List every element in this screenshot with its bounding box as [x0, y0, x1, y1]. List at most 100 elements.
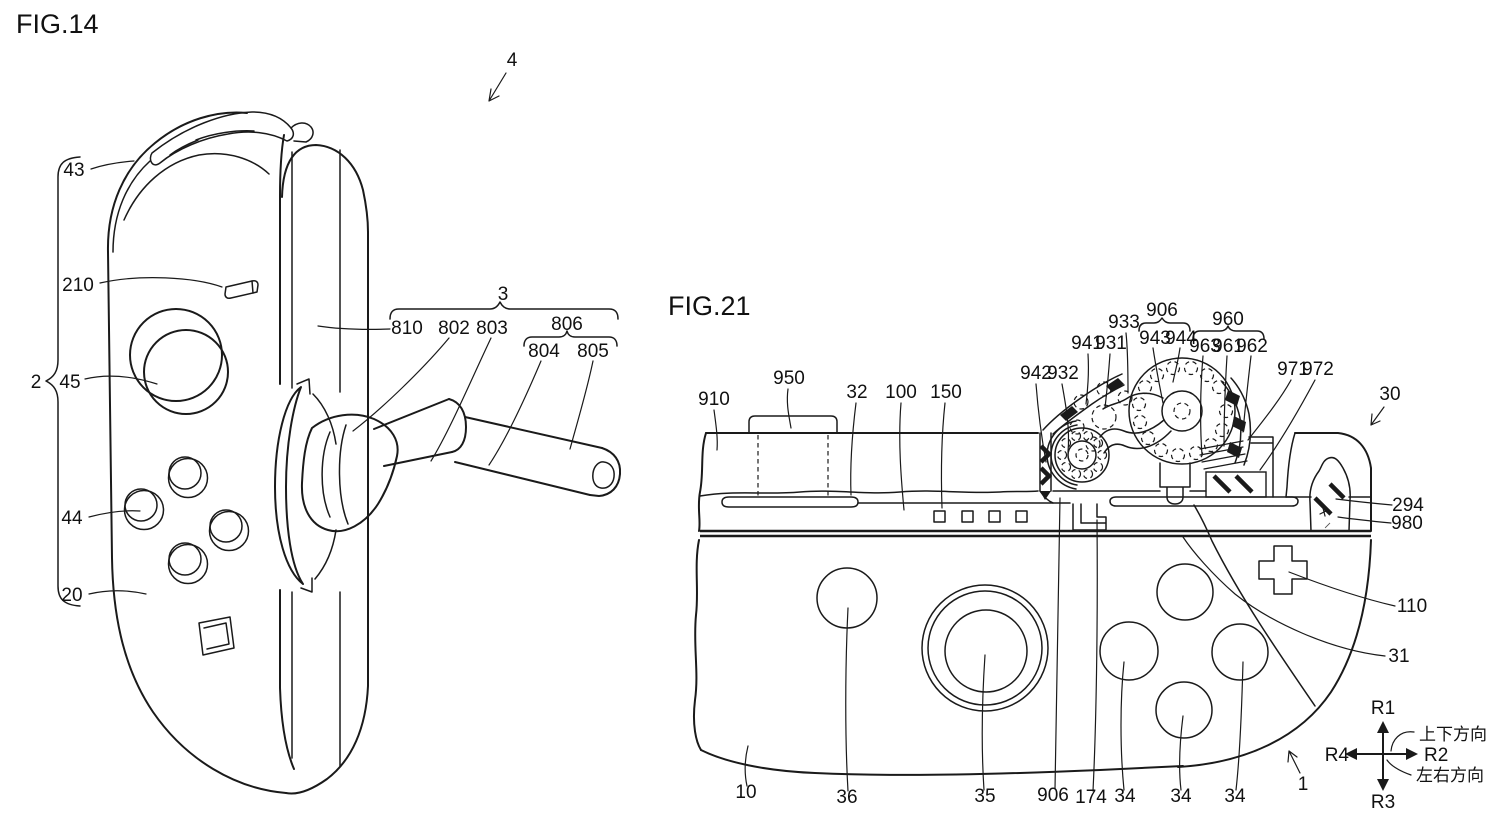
minus-button: [224, 280, 259, 299]
fig14-braces: [45, 156, 619, 607]
side-rail-lines: [291, 149, 341, 767]
ref-label-110: 110: [1397, 596, 1427, 617]
ref-label-941: 941: [1071, 333, 1103, 354]
ref-label-950: 950: [773, 368, 805, 389]
button-950-bump: [748, 415, 838, 434]
compass-r3: R3: [1371, 792, 1395, 813]
rail-plate-left: [721, 496, 859, 508]
ref-label-943: 943: [1139, 328, 1171, 349]
ref-label-906-top: 906: [1146, 300, 1178, 321]
fig14-title: FIG.14: [16, 9, 99, 39]
ring-plate: [274, 386, 304, 585]
ref-4-arrow: [488, 72, 507, 102]
spring-961: [1199, 440, 1248, 470]
group-806-brace: [523, 330, 618, 347]
pinion-gear: [1069, 381, 1133, 452]
ref-label-806: 806: [551, 314, 583, 335]
arrow-right-icon: [1406, 748, 1418, 760]
ref-label-972: 972: [1302, 359, 1334, 380]
compass-r2: R2: [1424, 745, 1448, 766]
ref-label-31: 31: [1388, 646, 1409, 667]
ref-label-34b: 34: [1170, 786, 1192, 807]
ref-label-150: 150: [930, 382, 962, 403]
hatched-block-971: [1205, 471, 1267, 498]
ref-label-4: 4: [507, 50, 518, 71]
arrow-up-icon: [1377, 721, 1389, 733]
rail-plate-right: [1109, 496, 1299, 507]
ref-label-43: 43: [63, 160, 84, 181]
ref-label-20: 20: [61, 585, 82, 606]
ref-label-32: 32: [846, 382, 867, 403]
large-gear-blank: [1128, 357, 1236, 465]
ref-label-810: 810: [391, 318, 423, 339]
ref-label-910: 910: [698, 389, 730, 410]
ref-label-971: 971: [1277, 359, 1309, 380]
group-906-brace: [1138, 317, 1191, 332]
buttons-34: [1099, 563, 1269, 739]
arrow-left-icon: [1345, 748, 1357, 760]
face-buttons: [123, 456, 250, 585]
horizontal-direction-label: 左右方向: [1416, 766, 1484, 785]
ref-label-804: 804: [528, 341, 560, 362]
ref-label-2: 2: [31, 372, 42, 393]
analog-stick: [129, 308, 229, 415]
ref-label-34c: 34: [1224, 786, 1246, 807]
arrow-down-icon: [1377, 779, 1389, 791]
right-body-30: [1285, 432, 1372, 532]
ref-label-961: 961: [1212, 336, 1244, 357]
terminal-contacts: [933, 510, 1028, 523]
fig21-upper-section: [697, 415, 1299, 532]
ref-label-35: 35: [974, 786, 995, 807]
ref-label-980: 980: [1391, 513, 1423, 534]
ref-label-962: 962: [1236, 336, 1268, 357]
rounded-corner: [1177, 539, 1372, 768]
ref-label-960: 960: [1212, 309, 1244, 330]
ref-label-3: 3: [498, 284, 509, 305]
large-gear-teeth: [1131, 360, 1234, 463]
group-2-brace: [45, 156, 81, 607]
ref-label-931: 931: [1095, 333, 1127, 354]
crank-shaft: [454, 416, 603, 496]
ref-label-1: 1: [1298, 774, 1309, 795]
lower-body: [692, 504, 1372, 776]
ref-label-10: 10: [735, 782, 756, 803]
crank-hub: [300, 413, 399, 533]
ref-30-arrow: [1370, 406, 1385, 426]
ref-label-803: 803: [476, 318, 508, 339]
ref-label-45: 45: [59, 372, 80, 393]
fig14-controller-outline: [106, 111, 369, 795]
ref-label-36: 36: [836, 787, 857, 808]
ref-label-942: 942: [1020, 363, 1052, 384]
stick-pin: [1159, 462, 1191, 505]
ref-label-30: 30: [1379, 384, 1400, 405]
ref-label-963: 963: [1189, 336, 1221, 357]
large-gear-hub: [1161, 390, 1203, 432]
ref-label-34a: 34: [1114, 786, 1136, 807]
lock-piece-294-980: [1309, 456, 1351, 532]
ref-label-44: 44: [61, 508, 83, 529]
ref-label-100: 100: [885, 382, 917, 403]
crank-attachment: [274, 378, 622, 593]
group-960-brace: [1192, 325, 1265, 340]
ref-label-933: 933: [1108, 312, 1140, 333]
fig21-labels: 910 950 32 100 150 942 932 941 931 933 9…: [698, 300, 1427, 808]
fig14-group: FIG.14: [16, 9, 622, 795]
capture-button: [198, 616, 235, 656]
latch-174: [1072, 503, 1107, 531]
compass-r1: R1: [1371, 698, 1395, 719]
stick-35: [921, 584, 1049, 712]
group-3-brace: [389, 301, 619, 320]
cross-button-110: [1258, 545, 1308, 595]
gear-mechanism: [1039, 357, 1274, 505]
break-line-arc: [1193, 504, 1316, 707]
ref-label-210: 210: [62, 275, 94, 296]
fig21-braces: [1138, 317, 1265, 340]
ref-label-932: 932: [1047, 363, 1079, 384]
lower-left-gear: [1046, 420, 1110, 490]
crank-arm: [373, 398, 453, 467]
direction-compass: R1 R2 R3 R4 上下方向 左右方向: [1325, 698, 1487, 813]
fig21-title: FIG.21: [668, 291, 751, 321]
ref-label-174: 174: [1075, 787, 1107, 808]
